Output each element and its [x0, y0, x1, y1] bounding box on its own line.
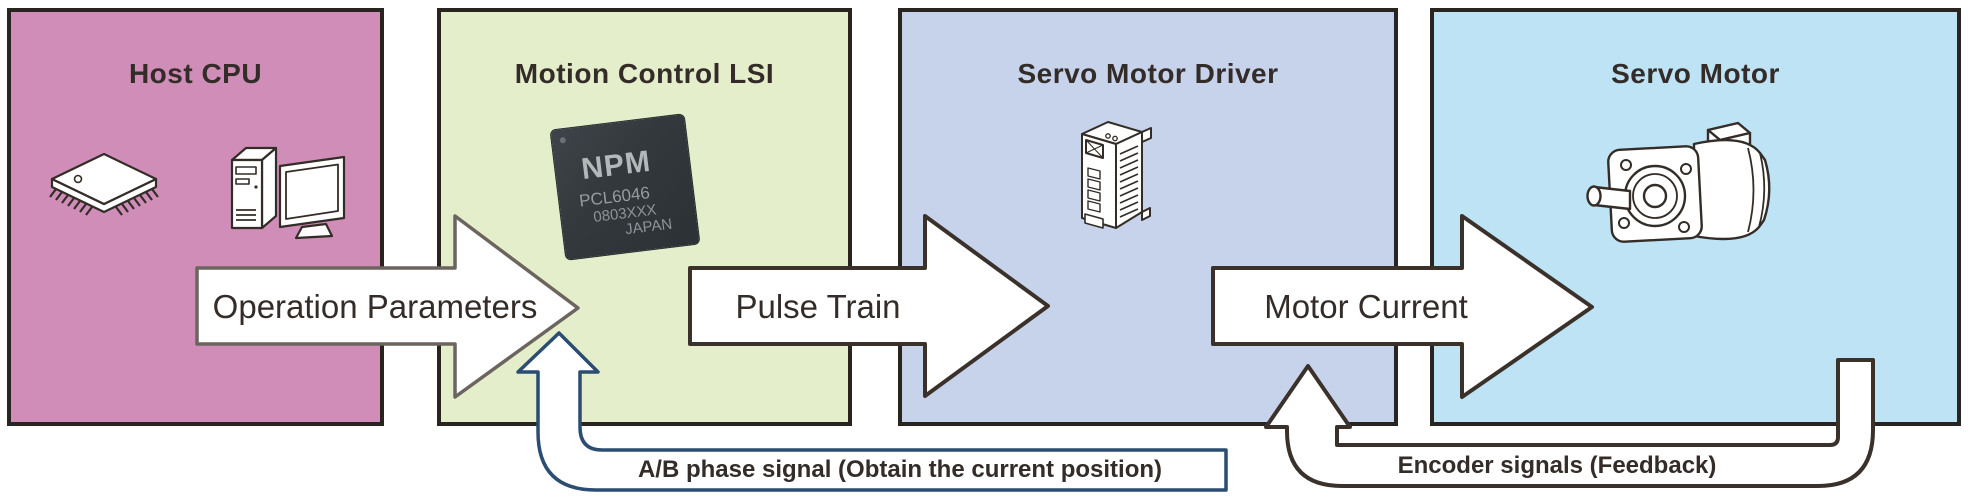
- label-encoder-signals: Encoder signals (Feedback): [1397, 452, 1717, 479]
- servo-motor-icon: [1586, 121, 1771, 243]
- label-motor-current: Motor Current: [1264, 288, 1468, 325]
- box-title-servo-motor-driver: Servo Motor Driver: [1017, 58, 1279, 89]
- servo-driver-icon: [1081, 121, 1152, 229]
- box-motion-control-lsi: Motion Control LSI NPM PCL6046 0803XXX J…: [437, 8, 852, 426]
- box-servo-motor: Servo Motor: [1430, 8, 1961, 426]
- box-servo-motor-driver: Servo Motor Driver: [898, 8, 1398, 426]
- box-title-motion-control-lsi: Motion Control LSI: [514, 58, 775, 89]
- chip-pin1-dot: [559, 136, 567, 144]
- label-operation-parameters: Operation Parameters: [212, 288, 538, 325]
- label-pulse-train: Pulse Train: [735, 288, 901, 325]
- box-host-cpu: Host CPU: [7, 8, 384, 426]
- cpu-chip-icon: [49, 152, 159, 216]
- desktop-pc-icon: [230, 146, 346, 240]
- chip-brand-text: NPM: [579, 144, 653, 187]
- box-title-host-cpu: Host CPU: [128, 58, 263, 89]
- label-ab-phase-signal: A/B phase signal (Obtain the current pos…: [637, 456, 1163, 483]
- motion-lsi-chip: NPM PCL6046 0803XXX JAPAN: [550, 114, 700, 260]
- box-title-servo-motor: Servo Motor: [1611, 58, 1780, 89]
